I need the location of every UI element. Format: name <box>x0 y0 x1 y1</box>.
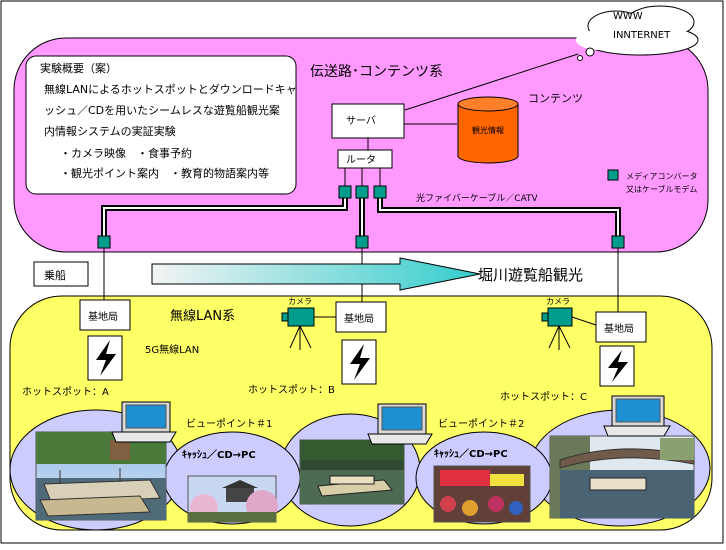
overview-title: 実験概要（案） <box>40 61 117 75</box>
cache-label-2: ｷｬｯｼｭ／CD→PC <box>434 447 508 460</box>
overview-line-1: 無線LANによるホットスポットとダウンロードキャ <box>44 82 297 96</box>
boarding-label: 乗船 <box>44 268 66 282</box>
wireless-label: 5G無線LAN <box>145 343 199 356</box>
cloud-line-2: INNTERNET <box>613 30 671 41</box>
lightning-icon <box>350 344 370 380</box>
legend-line-1: メディアコンバータ <box>626 171 697 181</box>
router-label: ルータ <box>346 154 376 166</box>
bridge-photo <box>549 435 695 519</box>
cloud-line-1: WWW <box>613 11 643 22</box>
contents-label: コンテンツ <box>528 92 583 105</box>
converter-icon <box>373 185 387 199</box>
boat-photo-a <box>35 431 167 521</box>
server-label: サーバ <box>346 115 376 127</box>
wireless-signal-icons <box>87 335 635 387</box>
base-station-c-label: 基地局 <box>604 322 634 335</box>
camera-label-2: カメラ <box>546 297 570 306</box>
hotspot-c-label: ホットスポット：C <box>500 391 587 403</box>
converter-icon <box>355 185 369 199</box>
overview-box <box>25 55 297 195</box>
laptop-icon <box>603 395 671 437</box>
database-label: 観光情報 <box>472 125 504 135</box>
overview-line-2: ッシュ／CDを用いたシームレスな遊覧船観光案 <box>44 103 280 117</box>
router-box <box>337 149 393 169</box>
fiber-cables-core <box>103 192 619 236</box>
laptop-icon <box>367 403 433 445</box>
hotspot-a-label: ホットスポット：A <box>22 386 109 398</box>
festival-photo <box>433 465 531 523</box>
legend-line-2: 又はケーブルモデム <box>626 184 697 194</box>
server-box <box>331 103 405 139</box>
boat-photo-b <box>299 439 405 505</box>
database-icon <box>457 96 519 164</box>
camera-label-1: カメラ <box>288 297 312 306</box>
internet-link <box>404 53 579 111</box>
castle-photo <box>187 475 278 523</box>
converter-icon <box>97 235 111 249</box>
overview-item-1: ・カメラ映像 ・食事予約 <box>60 146 192 160</box>
transmission-zone-label: 伝送路･コンテンツ系 <box>310 64 443 80</box>
lightning-icon <box>96 340 116 376</box>
converter-icon <box>338 185 352 199</box>
base-station-a <box>79 299 131 331</box>
base-station-a-label: 基地局 <box>88 310 118 323</box>
cache-label-1: ｷｬｯｼｭ／CD→PC <box>182 448 256 461</box>
overview-item-2: ・観光ポイント案内 ・教育的物語案内等 <box>60 166 269 180</box>
fiber-label: 光ファイバーケーブル／CATV <box>416 192 539 204</box>
camera-icon <box>541 307 597 350</box>
route-label: 堀川遊覧船観光 <box>478 266 583 284</box>
base-station-c <box>595 311 647 343</box>
boarding-box <box>33 261 89 287</box>
viewpoint-1-label: ビューポイント＃1 <box>186 418 272 430</box>
laptop-icon <box>111 401 177 443</box>
internet-cloud-icon <box>576 5 699 61</box>
viewpoint-2-label: ビューポイント＃2 <box>438 418 524 430</box>
base-station-b-label: 基地局 <box>344 312 374 325</box>
hotspot-b-label: ホットスポット：B <box>248 384 335 396</box>
wireless-zone-label: 無線LAN系 <box>170 308 235 324</box>
converter-icon <box>355 235 369 249</box>
overview-line-3: 内情報システムの実証実験 <box>44 124 176 138</box>
lightning-icon <box>608 350 628 382</box>
route-arrow-icon <box>151 257 481 291</box>
media-converters <box>97 185 625 249</box>
converter-icon <box>611 235 625 249</box>
camera-icon <box>281 307 336 350</box>
legend-converter-icon <box>607 169 619 181</box>
